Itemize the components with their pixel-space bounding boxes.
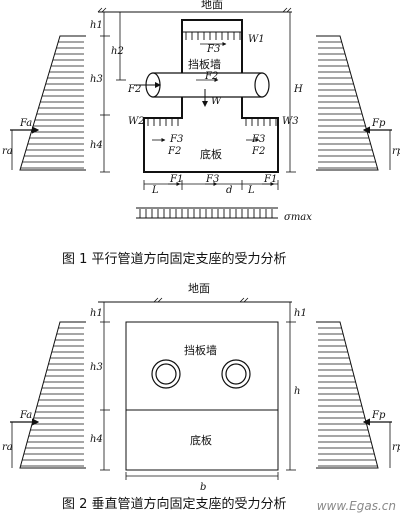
left-dimensions [100,11,126,173]
label-W3: W3 [282,116,299,127]
figure2-caption: 图 2 垂直管道方向固定支座的受力分析 [62,497,287,512]
W1-load [182,31,242,40]
left-pressure-diagram [10,35,86,171]
label-F2-right: F2 [251,146,265,157]
label-sigma-max: σmax [284,212,312,223]
label2-Fp: Fp [371,410,386,421]
dim-h1: h1 [90,20,103,31]
bottom-dimension [143,180,279,190]
label-L-left: L [151,185,159,196]
label-F2-mid: F2 [204,71,218,82]
ground-label: 地面 [201,0,223,11]
label-F1-left: F1 [169,174,183,185]
dim2-h: h [294,386,300,397]
figure1-caption: 图 1 平行管道方向固定支座的受力分析 [62,252,287,267]
label-F3-right: F3 [251,134,265,145]
wall-label-2: 挡板墙 [184,343,217,357]
figure1-diagram: 地面 h1 h2 h3 h4 H W1 F3 挡板墙 F2 F2 [2,0,400,223]
label2-ra: ra [2,442,13,453]
label-F3-top: F3 [206,44,220,55]
label-L-right: L [247,185,255,196]
W3-load [242,117,278,126]
label-F2-pipe: F2 [127,84,141,95]
wall-label: 挡板墙 [188,57,221,71]
left-pressure-diagram-2 [10,321,86,469]
dim2-h1-right: h1 [294,308,307,319]
W2-load [144,117,182,126]
label-F2-left: F2 [167,146,181,157]
dim2-h4: h4 [90,434,103,445]
dim-H: H [293,84,303,95]
dim-h3: h3 [90,74,103,85]
watermark: www.Egas.cn [316,499,396,513]
ground-hatch [97,7,292,13]
label-F3-left: F3 [169,134,183,145]
dim-h4: h4 [90,140,103,151]
dim2-h1: h1 [90,308,103,319]
label-d: d [226,185,232,196]
label2-Fa: Fa [19,410,32,421]
figure2-diagram: 地面 h1 h3 h4 h1 h b 挡板墙 底板 Fa ra [2,282,400,493]
dim-h2: h2 [111,46,124,57]
sigma-max-pressure [136,207,278,219]
label-W: W [211,96,222,107]
right-pressure-diagram [316,35,392,171]
label-F3-bottom: F3 [205,174,219,185]
pipe-section-left [151,359,181,389]
label-ra: ra [2,146,13,157]
label-W1: W1 [248,34,265,45]
ground-label-2: 地面 [188,282,210,295]
label-rp: rp [392,146,400,157]
pipe-section-right [221,359,251,389]
dim2-b: b [200,482,206,493]
right-pressure-diagram-2 [316,321,392,469]
base-label-2: 底板 [190,433,212,447]
label-F1-right: F1 [263,174,277,185]
label-Fp: Fp [371,118,386,129]
label-W2: W2 [128,116,145,127]
label2-rp: rp [392,442,400,453]
label-Fa: Fa [19,118,32,129]
dim2-h3: h3 [90,362,103,373]
support-body [125,321,279,471]
base-label: 底板 [200,147,222,161]
